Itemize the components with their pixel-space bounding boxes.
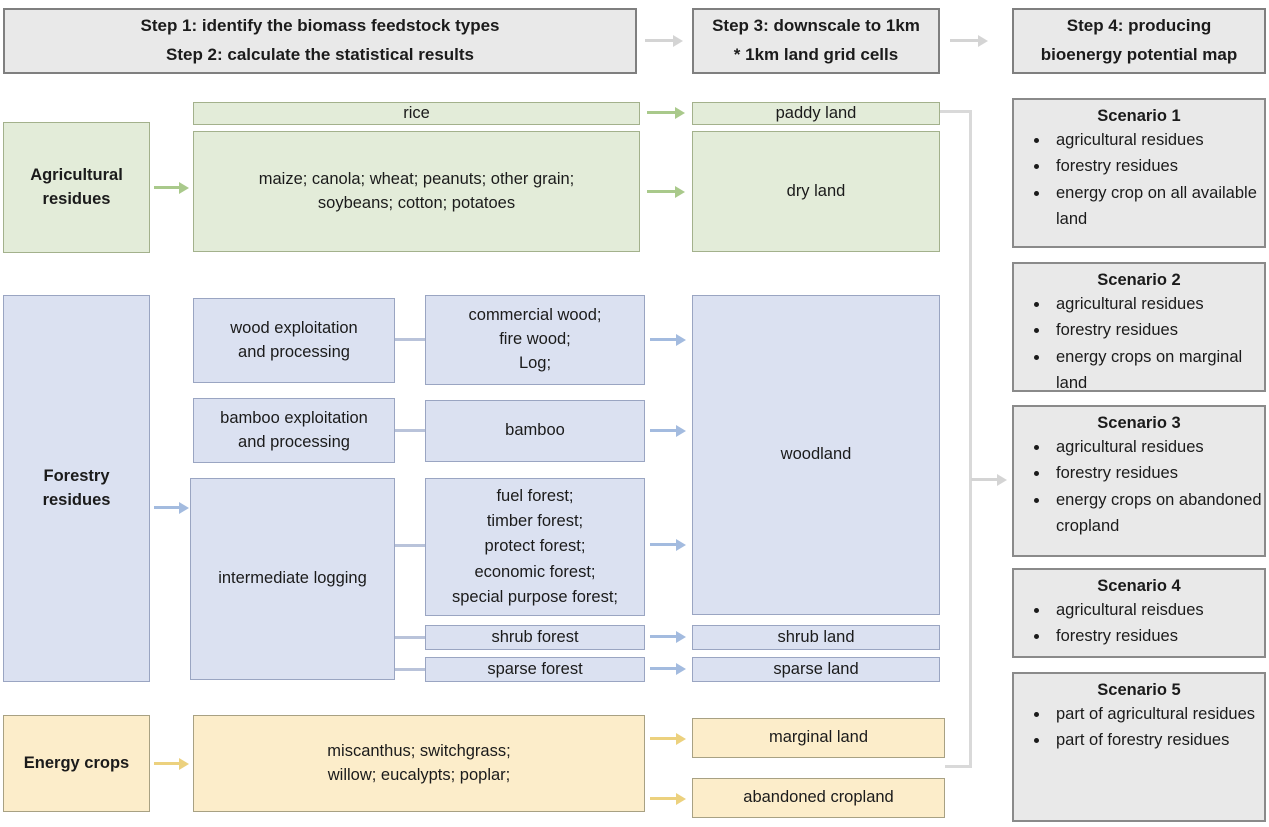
arrow-icon-crops-to-marginal-land	[650, 732, 686, 745]
scenario-4-list: agricultural reisdues forestry residues	[1014, 597, 1269, 650]
agricultural-residues-label: Agricultural residues	[3, 122, 150, 253]
connector-bamboo-exploitation-to-bamboo	[395, 429, 425, 432]
wood-exploitation-box: wood exploitation and processing	[193, 298, 395, 383]
rice-box: rice	[193, 102, 640, 125]
scenario-item: forestry residues	[1050, 153, 1266, 179]
scenario-5-list: part of agricultural residues part of fo…	[1014, 701, 1269, 754]
arrow-icon-step12-to-step3	[645, 34, 683, 47]
scenario-3-list: agricultural residues forestry residues …	[1014, 434, 1269, 540]
scenario-item: energy crop on all available land	[1050, 180, 1266, 233]
scenario-item: forestry residues	[1050, 623, 1266, 649]
scenario-item: forestry residues	[1050, 460, 1266, 486]
bamboo-exploitation-box: bamboo exploitation and processing	[193, 398, 395, 463]
step1-2-header: Step 1: identify the biomass feedstock t…	[3, 8, 637, 74]
connector-logging-to-shrub-forest	[395, 636, 425, 639]
step4-header: Step 4: producing bioenergy potential ma…	[1012, 8, 1266, 74]
connector-logging-to-forest-types	[395, 544, 425, 547]
scenario-4-title: Scenario 4	[1097, 577, 1181, 595]
arrow-icon-step3-to-step4	[950, 34, 988, 47]
arrow-icon-bamboo-to-woodland	[650, 424, 686, 437]
intermediate-logging-box: intermediate logging	[190, 478, 395, 680]
connector-paddy-land-to-collector	[940, 110, 971, 113]
arrow-icon-crops-to-dry-land	[647, 185, 685, 198]
scenario-item: part of agricultural residues	[1050, 701, 1266, 727]
sparse-forest-box: sparse forest	[425, 657, 645, 682]
scenario-item: agricultural reisdues	[1050, 597, 1266, 623]
scenario-2-box: Scenario 2 agricultural residues forestr…	[1012, 262, 1266, 392]
arrow-icon-commercial-wood-to-woodland	[650, 333, 686, 346]
scenario-item: energy crops on marginal land	[1050, 344, 1266, 397]
scenario-2-title: Scenario 2	[1097, 271, 1181, 289]
scenario-5-title: Scenario 5	[1097, 681, 1181, 699]
scenario-3-box: Scenario 3 agricultural residues forestr…	[1012, 405, 1266, 557]
arrow-icon-sparse-forest-to-sparse-land	[650, 662, 686, 675]
forest-types-box: fuel forest; timber forest; protect fore…	[425, 478, 645, 616]
scenario-item: energy crops on abandoned cropland	[1050, 487, 1266, 540]
connector-marginal-land-to-collector	[945, 765, 972, 768]
shrub-forest-box: shrub forest	[425, 625, 645, 650]
scenario-2-list: agricultural residues forestry residues …	[1014, 291, 1269, 397]
energy-crops-box: miscanthus; switchgrass; willow; eucalyp…	[193, 715, 645, 812]
arrow-icon-forestry-to-logging	[154, 501, 189, 514]
bamboo-box: bamboo	[425, 400, 645, 462]
step3-header: Step 3: downscale to 1km * 1km land grid…	[692, 8, 940, 74]
scenario-1-title: Scenario 1	[1097, 107, 1181, 125]
sparse-land-box: sparse land	[692, 657, 940, 682]
agricultural-crops-box: maize; canola; wheat; peanuts; other gra…	[193, 131, 640, 252]
scenario-item: part of forestry residues	[1050, 727, 1266, 753]
dry-land-box: dry land	[692, 131, 940, 252]
connector-wood-exploitation-to-commercial-wood	[395, 338, 425, 341]
paddy-land-box: paddy land	[692, 102, 940, 125]
energy-crops-label: Energy crops	[3, 715, 150, 812]
shrub-land-box: shrub land	[692, 625, 940, 650]
forestry-residues-label: Forestry residues	[3, 295, 150, 682]
commercial-wood-box: commercial wood; fire wood; Log;	[425, 295, 645, 385]
arrow-icon-shrub-forest-to-shrub-land	[650, 630, 686, 643]
scenario-item: agricultural residues	[1050, 291, 1266, 317]
arrow-icon-rice-to-paddy-land	[647, 106, 685, 119]
scenario-5-box: Scenario 5 part of agricultural residues…	[1012, 672, 1266, 822]
arrow-icon-energy-to-crops	[154, 757, 189, 770]
connector-logging-to-sparse-forest	[395, 668, 425, 671]
marginal-land-box: marginal land	[692, 718, 945, 758]
abandoned-cropland-box: abandoned cropland	[692, 778, 945, 818]
scenario-item: forestry residues	[1050, 317, 1266, 343]
scenario-item: agricultural residues	[1050, 434, 1266, 460]
scenario-1-box: Scenario 1 agricultural residues forestr…	[1012, 98, 1266, 248]
arrow-icon-forest-types-to-woodland	[650, 538, 686, 551]
arrow-icon-agricultural-to-crops	[154, 181, 189, 194]
scenario-4-box: Scenario 4 agricultural reisdues forestr…	[1012, 568, 1266, 658]
connector-collector-vertical	[969, 110, 972, 768]
arrow-icon-collector-to-scenarios	[971, 473, 1007, 486]
scenario-3-title: Scenario 3	[1097, 414, 1181, 432]
woodland-box: woodland	[692, 295, 940, 615]
scenario-1-list: agricultural residues forestry residues …	[1014, 127, 1269, 233]
scenario-item: agricultural residues	[1050, 127, 1266, 153]
arrow-icon-crops-to-abandoned-cropland	[650, 792, 686, 805]
